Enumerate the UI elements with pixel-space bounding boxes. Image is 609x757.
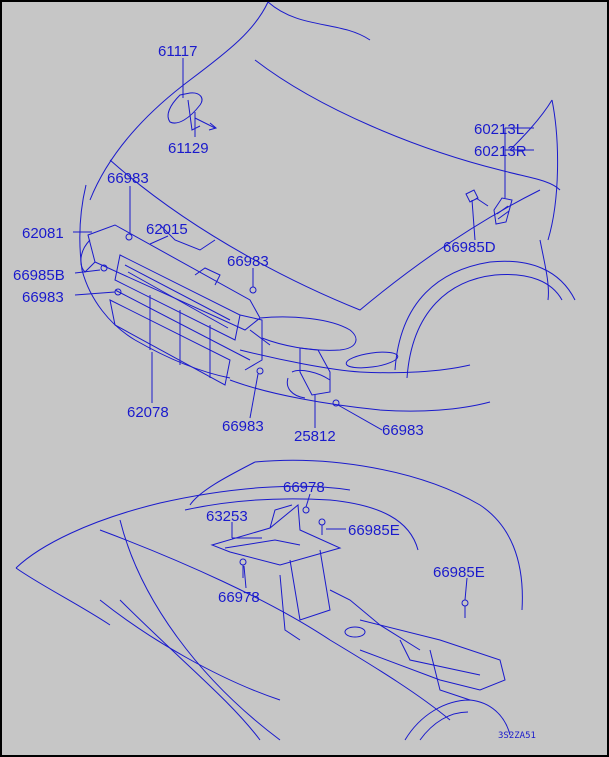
lower-view-car-body (15, 459, 523, 741)
label-63253: 63253 (206, 508, 248, 525)
label-60213R: 60213R (474, 143, 527, 160)
label-66985E-center: 66985E (348, 522, 400, 539)
radiator-support-assembly (80, 224, 271, 386)
bracket-25812 (286, 347, 340, 407)
label-66983-top: 66983 (107, 170, 149, 187)
diagram-code: 3S2ZA51 (498, 731, 536, 741)
label-66985E-right: 66985E (433, 564, 485, 581)
undercover-63253 (210, 504, 469, 618)
label-66978-top: 66978 (283, 479, 325, 496)
label-66985D: 66985D (443, 239, 496, 256)
label-66983-left: 66983 (22, 289, 64, 306)
label-62081: 62081 (22, 225, 64, 242)
label-66983-center: 66983 (227, 253, 269, 270)
leader-lines-upper (73, 58, 534, 431)
hood-latch-assembly (167, 92, 218, 131)
label-66983-lower: 66983 (222, 418, 264, 435)
label-25812: 25812 (294, 428, 336, 445)
side-garnish-60213 (465, 189, 513, 225)
label-62015: 62015 (146, 221, 188, 238)
label-66985B: 66985B (13, 267, 65, 284)
label-62078: 62078 (127, 404, 169, 421)
upper-view-car-body (79, 1, 576, 412)
leader-lines-lower (231, 493, 468, 601)
label-61117: 61117 (158, 43, 198, 60)
label-66978-bottom: 66978 (218, 589, 260, 606)
label-66983-right: 66983 (382, 422, 424, 439)
label-61129: 61129 (168, 140, 209, 157)
label-60213L: 60213L (474, 121, 524, 138)
